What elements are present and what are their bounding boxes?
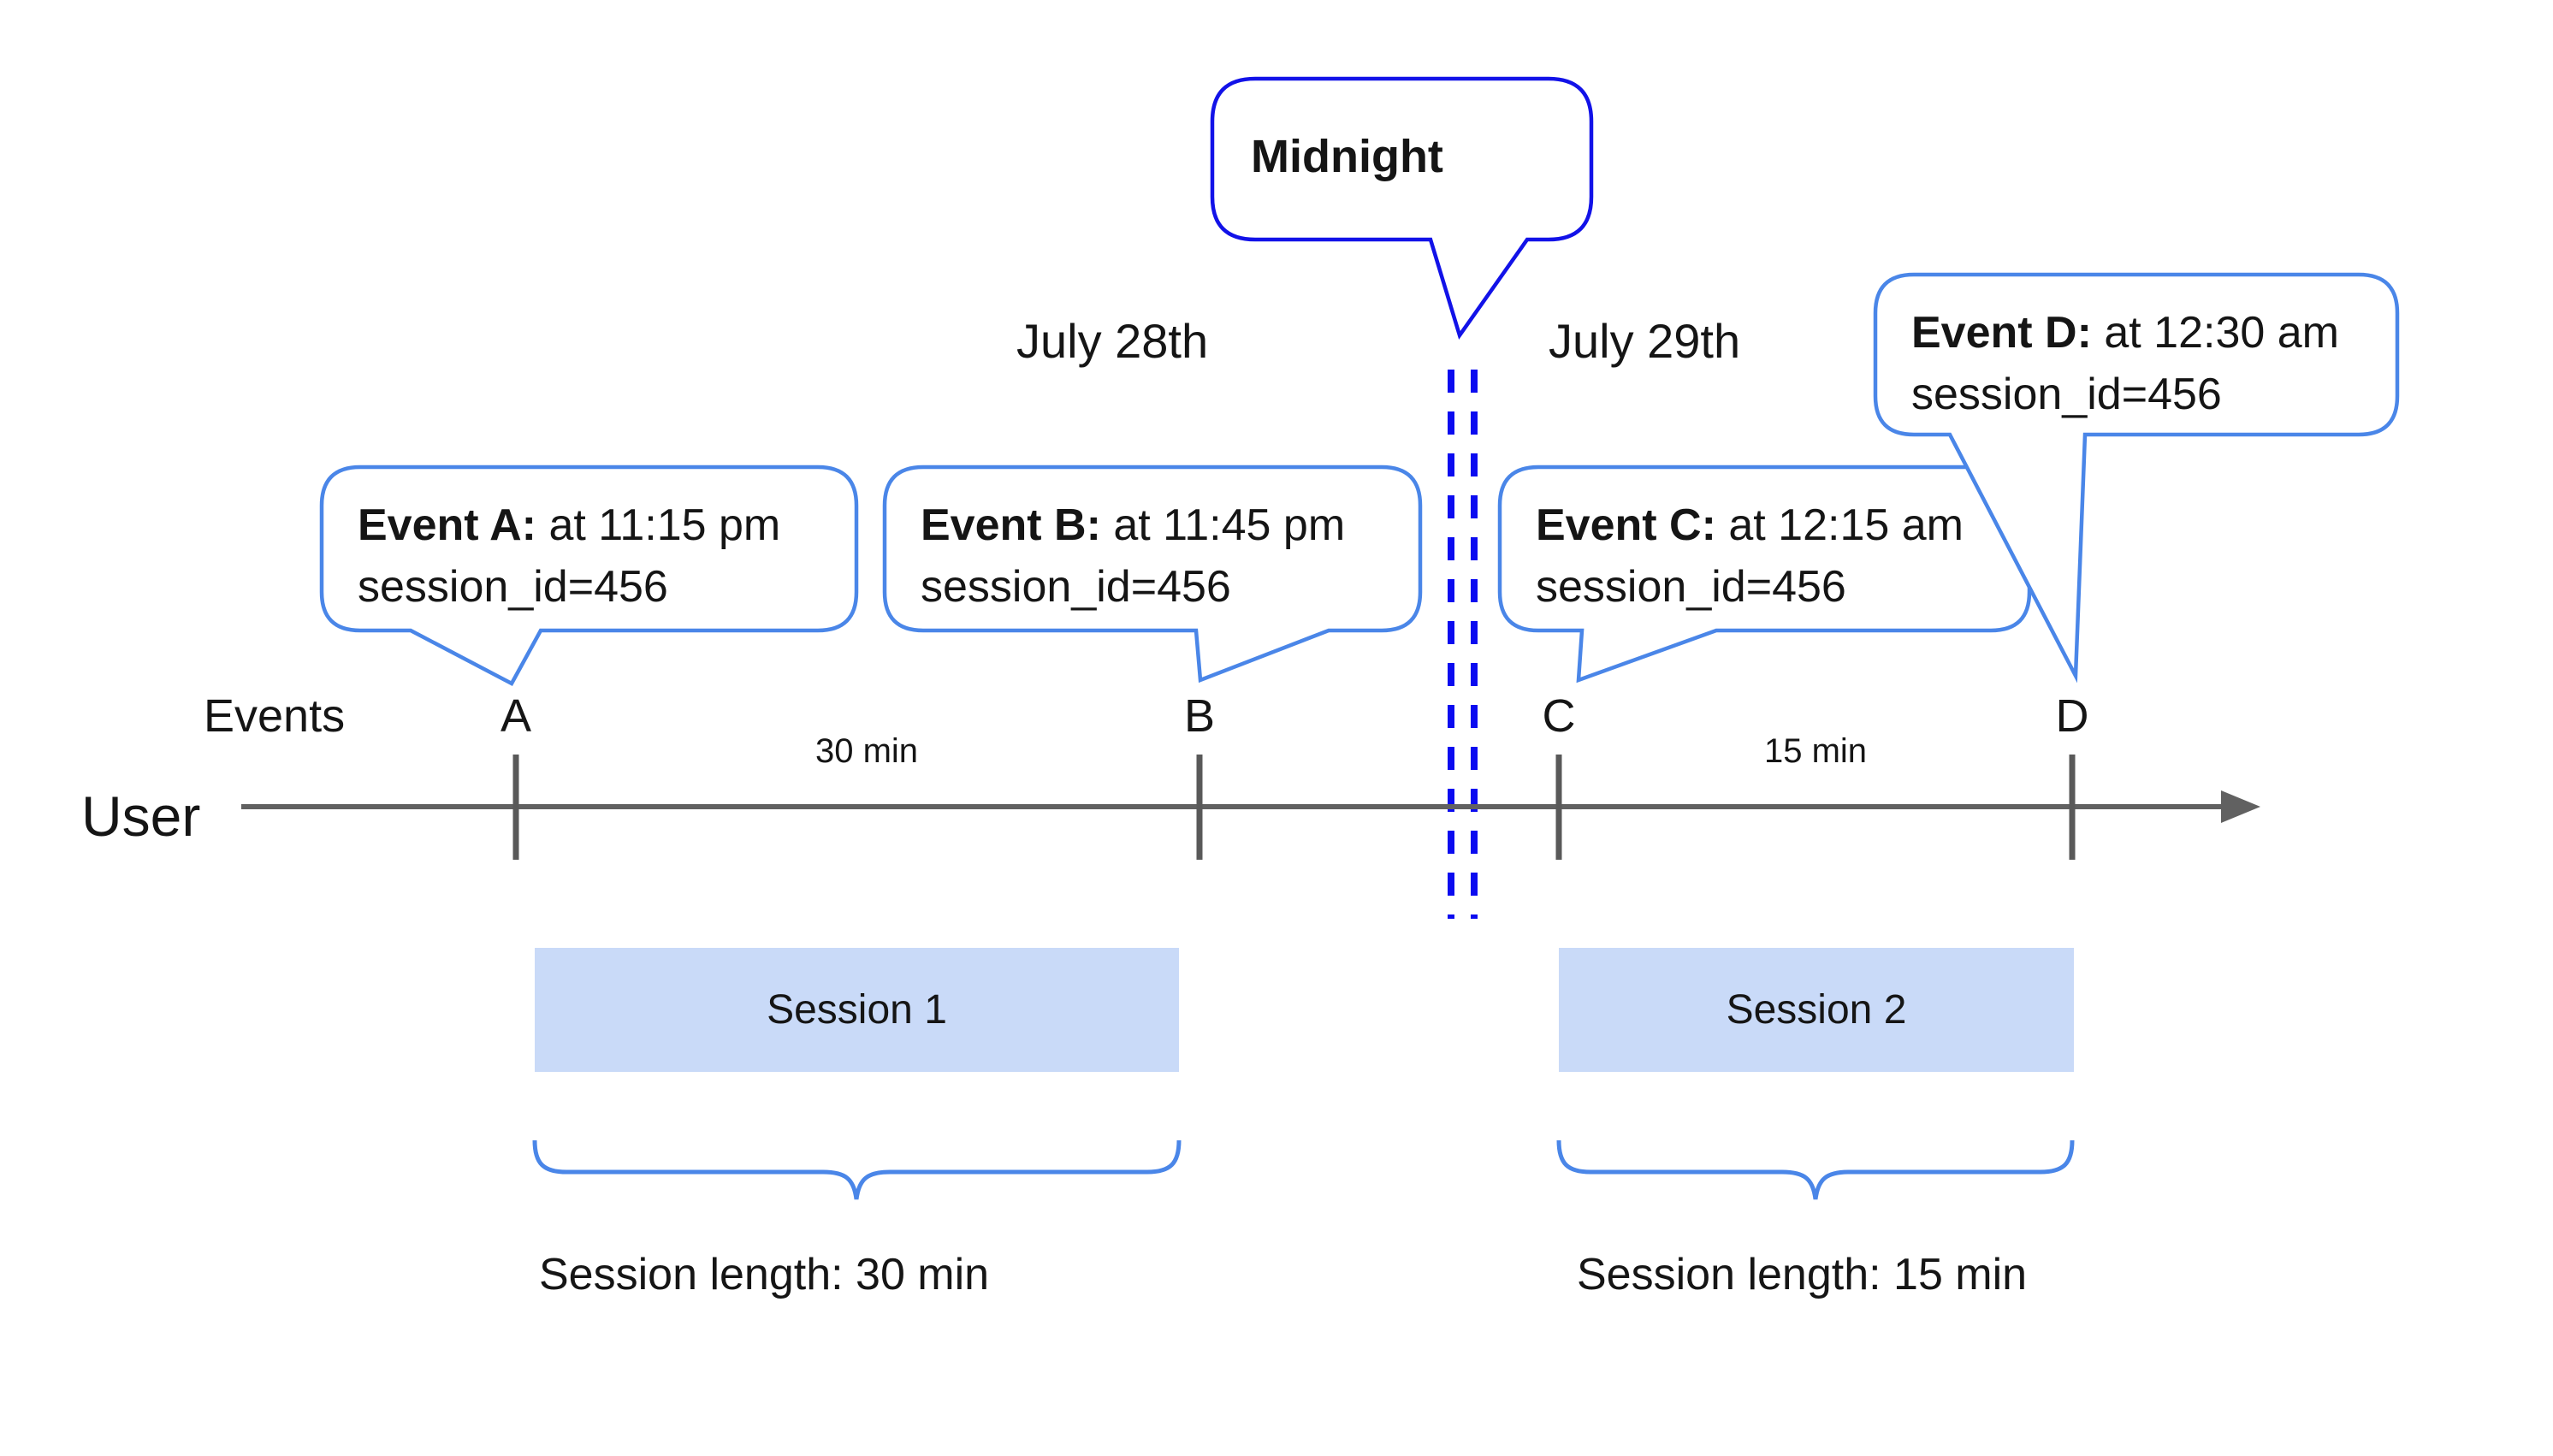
marker-letter-c: C [1542, 690, 1576, 742]
midnight-callout-label: Midnight [1251, 131, 1443, 182]
session1-brace [532, 1139, 1182, 1200]
event-c-session-id: session_id=456 [1536, 562, 1846, 612]
event-c-time-line: Event C: at 12:15 am [1536, 494, 1964, 556]
session2-length-label: Session length: 15 min [1577, 1250, 2028, 1299]
event-c-time: at 12:15 am [1715, 500, 1964, 550]
event-b-session-id: session_id=456 [921, 562, 1231, 612]
user-row-label: User [81, 784, 201, 848]
session2-label: Session 2 [1726, 987, 1907, 1033]
date-label-july-28: July 28th [1016, 314, 1209, 368]
marker-letter-a: A [500, 690, 532, 742]
timeline-arrowhead-icon [2221, 790, 2260, 823]
event-b-time: at 11:45 pm [1100, 500, 1346, 550]
event-c-callout-text: Event C: at 12:15 am session_id=456 [1536, 494, 1964, 618]
events-row-label: Events [204, 690, 346, 742]
event-b-callout-bubble [882, 465, 1423, 684]
event-b-time-line: Event B: at 11:45 pm [921, 494, 1345, 556]
event-a-time: at 11:15 pm [536, 500, 781, 550]
event-a-callout-bubble [319, 465, 859, 687]
event-d-time: at 12:30 am [2091, 308, 2339, 358]
session2-box: Session 2 [1559, 948, 2074, 1072]
event-a-time-line: Event A: at 11:15 pm [358, 494, 780, 556]
event-b-callout-text: Event B: at 11:45 pm session_id=456 [921, 494, 1345, 618]
gap-label-30min: 30 min [814, 732, 919, 770]
session1-label: Session 1 [767, 987, 947, 1033]
event-b-title: Event B: [921, 500, 1101, 550]
event-d-callout-text: Event D: at 12:30 am session_id=456 [1911, 302, 2339, 425]
date-label-july-29: July 29th [1549, 314, 1741, 368]
marker-letter-b: B [1183, 690, 1216, 742]
event-d-callout-bubble [1873, 272, 2400, 684]
event-c-title: Event C: [1536, 500, 1716, 550]
session2-brace [1556, 1139, 2075, 1200]
event-d-title: Event D: [1911, 308, 2092, 358]
event-d-session-id: session_id=456 [1911, 370, 2222, 419]
session1-length-label: Session length: 30 min [539, 1250, 990, 1299]
midnight-callout-bubble [1210, 76, 1594, 340]
event-a-session-id: session_id=456 [358, 562, 668, 612]
event-a-callout-text: Event A: at 11:15 pm session_id=456 [358, 494, 780, 618]
session1-box: Session 1 [535, 948, 1179, 1072]
event-a-title: Event A: [358, 500, 536, 550]
marker-letter-d: D [2055, 690, 2089, 742]
event-d-time-line: Event D: at 12:30 am [1911, 302, 2339, 364]
gap-label-15min: 15 min [1763, 732, 1868, 770]
